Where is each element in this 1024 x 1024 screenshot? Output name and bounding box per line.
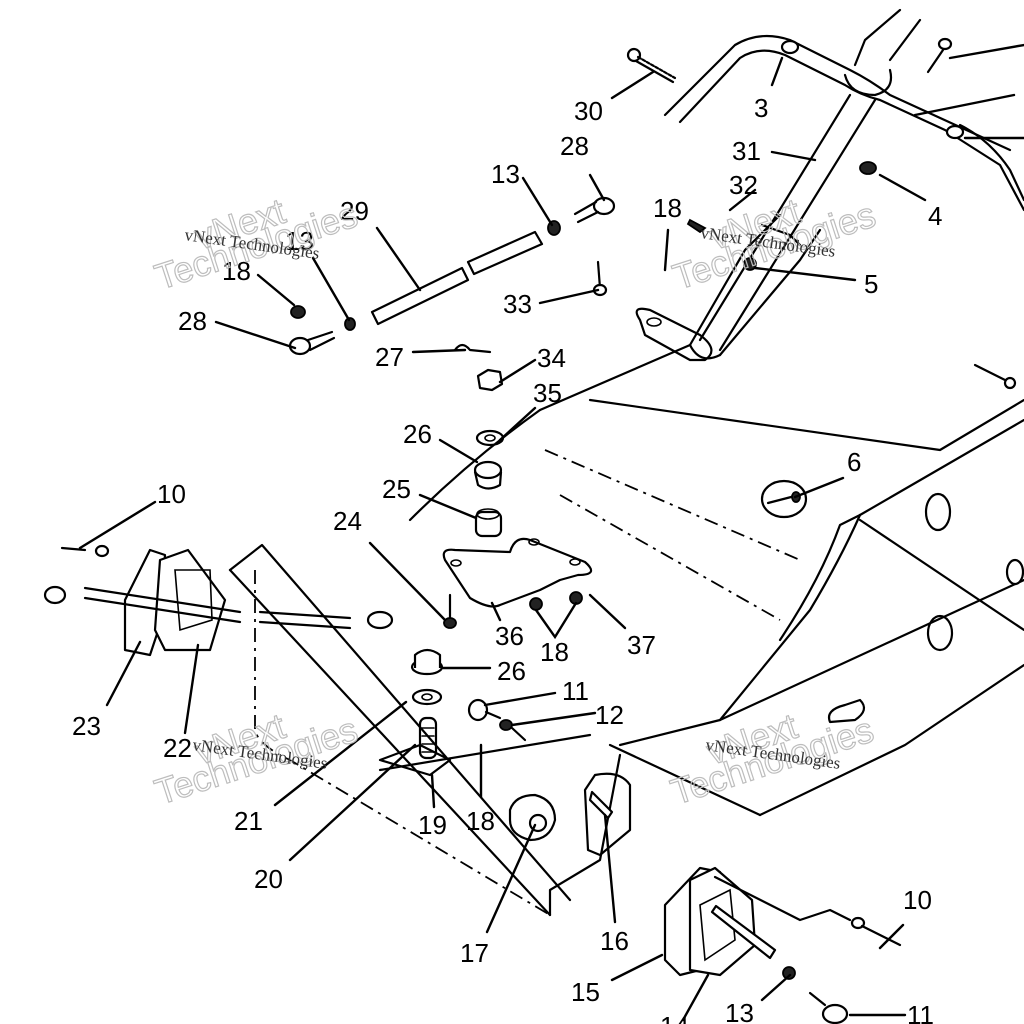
callout-35: 35	[533, 378, 562, 408]
callout-25: 25	[382, 474, 411, 504]
bolt-right-edge	[973, 363, 1024, 586]
ball-joint-11	[467, 698, 527, 742]
lower-bushing-26	[410, 648, 444, 706]
callout-13-top: 13	[491, 159, 520, 189]
grease-fitting-10-left	[60, 544, 110, 558]
callout-13-bottom: 13	[725, 998, 754, 1024]
callout-10-left: 10	[157, 479, 186, 509]
callout-3: 3	[754, 93, 768, 123]
callout-27: 27	[375, 342, 404, 372]
callout-11-mid: 11	[562, 676, 589, 706]
watermark-bottom-right: vNext Technologies vNext Technologies	[665, 705, 879, 814]
nut-4	[859, 161, 877, 175]
bolt-30	[626, 47, 677, 84]
cotter-pin-27	[453, 343, 492, 354]
grease-fitting-10-bottom	[713, 875, 902, 947]
callout-28-top: 28	[560, 131, 589, 161]
frame-left-rail	[228, 408, 622, 917]
callout-32: 32	[729, 170, 758, 200]
callout-15: 15	[571, 977, 600, 1007]
callout-10-bottom: 10	[903, 885, 932, 915]
callout-26-top: 26	[403, 419, 432, 449]
rod-end-28-right	[547, 196, 616, 297]
callout-16: 16	[600, 926, 629, 956]
callout-18-left: 18	[222, 256, 251, 286]
plate-19	[378, 743, 452, 777]
tie-rod-left	[43, 585, 394, 630]
steering-column	[688, 8, 922, 360]
frame-main	[538, 343, 1024, 817]
bolt-top-right	[926, 37, 953, 74]
callout-23: 23	[72, 711, 101, 741]
rod-end-28-left	[288, 305, 356, 356]
ball-joint-11-bottom	[808, 991, 849, 1024]
callout-14: 14	[660, 1011, 689, 1024]
leader-lines	[78, 43, 1024, 1022]
callout-12: 12	[595, 700, 624, 730]
callout-26-lower: 26	[497, 656, 526, 686]
callout-29: 29	[340, 196, 369, 226]
watermark-top-left: vNext Technologies vNext Technologies	[149, 190, 363, 299]
callout-5: 5	[864, 269, 878, 299]
nut-13-bottom	[782, 966, 796, 980]
callout-30: 30	[574, 96, 603, 126]
nut-5	[743, 257, 757, 271]
callout-28-left: 28	[178, 306, 207, 336]
callout-21: 21	[234, 806, 263, 836]
boot-22	[153, 548, 227, 652]
callout-18-top: 18	[653, 193, 682, 223]
bolt-6	[760, 479, 808, 519]
callout-6: 6	[847, 447, 861, 477]
callout-37: 37	[627, 630, 656, 660]
handlebar	[663, 34, 1024, 212]
callout-33: 33	[503, 289, 532, 319]
callouts: 30 3 31 32 4 28 13 29 13 18 18 5 28 33 2…	[72, 93, 942, 1024]
callout-4: 4	[928, 201, 942, 231]
callout-18-mid: 18	[540, 637, 569, 667]
callout-34: 34	[537, 343, 566, 373]
callout-24: 24	[333, 506, 362, 536]
plate-37	[442, 537, 593, 611]
bolt-32	[686, 218, 802, 247]
column-bracket	[635, 307, 713, 362]
watermark-top-right: vNext Technologies vNext Technologies	[667, 190, 881, 299]
callout-20: 20	[254, 864, 283, 894]
callout-11-bottom: 11	[907, 1000, 934, 1024]
slot-16	[583, 772, 632, 857]
callout-19: 19	[418, 810, 447, 840]
callout-36: 36	[495, 621, 524, 651]
callout-31: 31	[732, 136, 761, 166]
callout-13-left: 13	[285, 226, 314, 256]
callout-22: 22	[163, 733, 192, 763]
bolt-24	[443, 593, 457, 629]
shaft-bottom	[710, 904, 777, 960]
callout-18-lower: 18	[466, 806, 495, 836]
tie-rod-29	[370, 230, 544, 326]
callout-17: 17	[460, 938, 489, 968]
